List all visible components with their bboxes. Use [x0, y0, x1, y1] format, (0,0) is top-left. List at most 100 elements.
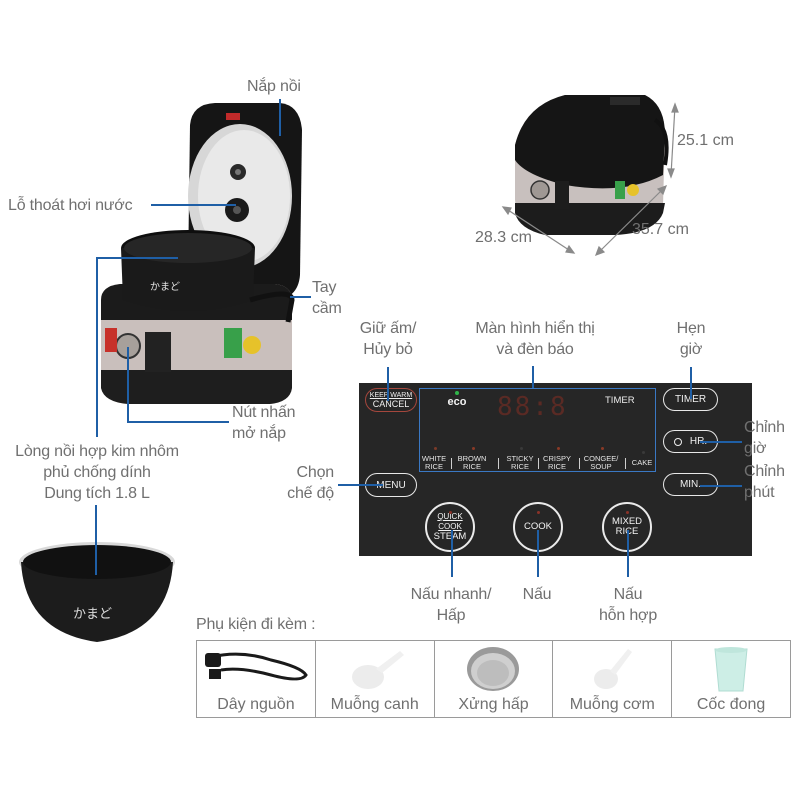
cook-led — [536, 511, 540, 514]
callout-line-menu — [338, 484, 383, 486]
mode-separator — [498, 458, 499, 469]
dimension-height: 25.1 cm — [677, 132, 734, 149]
callout-line-inner-pot-h — [96, 257, 178, 259]
svg-text:かまど: かまど — [150, 281, 180, 293]
label-menu-line1: Chọn — [296, 464, 335, 481]
clock-icon — [673, 437, 682, 446]
mode-congee-soup: CONGEE/SOUP — [583, 447, 619, 471]
label-cook: Nấu — [522, 586, 552, 603]
accessory-name: Xửng hấp — [458, 696, 529, 713]
seven-segment-display: 88:8 — [497, 392, 568, 422]
mixed-rice-led — [625, 511, 629, 514]
accessory-name: Muỗng canh — [330, 696, 419, 713]
label-inner-pot: Lòng nồi hợp kim nhôm phủ chống dính Dun… — [2, 441, 192, 504]
dimension-depth: 28.3 cm — [475, 229, 532, 246]
label-lid: Nắp nồi — [247, 78, 301, 95]
label-keep-warm-line2: Hủy bỏ — [363, 341, 413, 358]
cook-label: COOK — [524, 521, 552, 532]
label-handle-line1: Tay — [312, 279, 337, 296]
mode-separator — [538, 458, 539, 469]
label-inner-pot-line3: Dung tích 1.8 L — [44, 485, 150, 502]
mode-separator — [625, 458, 626, 469]
callout-line-cook — [537, 530, 539, 577]
soup-ladle-icon — [351, 651, 404, 689]
keep-warm-cancel-button[interactable]: KEEP WARM CANCEL — [365, 388, 417, 412]
callout-line-hour — [700, 441, 742, 443]
label-minute-line2: phút — [744, 484, 775, 501]
callout-line-quick-cook — [451, 530, 453, 577]
eco-indicator: eco — [446, 391, 468, 408]
eco-led — [455, 391, 459, 395]
callout-line-keep-warm — [387, 367, 389, 401]
label-menu: Chọn chế độ — [270, 462, 334, 504]
accessory-rice-paddle: Muỗng cơm — [553, 641, 673, 717]
accessory-name: Dây nguồn — [217, 696, 295, 713]
label-timer: Hẹn giờ — [668, 318, 714, 360]
label-handle-line2: cầm — [312, 300, 342, 317]
rice-label: RICE — [616, 527, 639, 537]
label-lid-release-line1: Nút nhấn — [232, 404, 296, 421]
timer-indicator: TIMER — [605, 395, 635, 406]
label-hour: Chỉnh giờ — [744, 417, 785, 459]
label-keep-warm-line1: Giữ ấm/ — [359, 320, 417, 337]
rice-paddle-icon — [594, 649, 633, 689]
callout-line-lid-release-h — [127, 421, 229, 423]
label-hour-line2: giờ — [744, 440, 767, 457]
measuring-cup-icon — [714, 647, 748, 692]
label-timer-line2: giờ — [679, 341, 703, 358]
mode-cake: CAKE — [630, 451, 654, 467]
label-steam-vent: Lỗ thoát hơi nước — [8, 197, 133, 214]
label-mixed-rice-line1: Nấu — [613, 586, 643, 603]
label-handle: Tay cầm — [312, 277, 342, 319]
accessory-measuring-cup: Cốc đong — [672, 641, 790, 717]
label-quick-cook-line1: Nấu nhanh/ — [410, 586, 492, 603]
inner-pot-image: かまど — [19, 542, 175, 642]
accessory-soup-ladle: Muỗng canh — [316, 641, 435, 717]
display-indicator-area — [419, 388, 656, 472]
quick-cook-label: QUICK COOK — [437, 512, 463, 531]
callout-line-lid — [279, 99, 281, 136]
accessory-name: Muỗng cơm — [569, 696, 655, 713]
callout-line-lid-release-v — [127, 347, 129, 421]
callout-line-inner-pot-v1 — [96, 257, 98, 437]
mode-separator — [451, 458, 452, 469]
label-quick-cook-line2: Hấp — [436, 607, 466, 624]
mixed-label: MIXED — [611, 516, 643, 527]
callout-line-display — [532, 366, 534, 388]
dimension-width: 35.7 cm — [632, 221, 689, 238]
callout-line-minute — [700, 485, 742, 487]
label-lid-release-line2: mở nắp — [232, 425, 286, 442]
accessory-name: Cốc đong — [696, 696, 766, 713]
label-display-line1: Màn hình hiển thị — [475, 320, 595, 337]
cancel-text: CANCEL — [372, 399, 410, 409]
minute-button[interactable]: MIN. — [663, 473, 718, 496]
accessory-steamer: Xửng hấp — [435, 641, 554, 717]
power-cord-icon — [204, 652, 308, 681]
dimension-arrows — [501, 102, 679, 257]
label-minute-line1: Chỉnh — [744, 463, 785, 480]
label-display-line2: và đèn báo — [496, 341, 574, 358]
callout-line-inner-pot-v2 — [95, 505, 97, 575]
open-rice-cooker-image: かまど — [101, 103, 302, 404]
accessories-table: Dây nguồn Muỗng canh Xửng hấp Muỗng cơm … — [196, 640, 791, 718]
label-minute: Chỉnh phút — [744, 461, 785, 503]
steam-label: STEAM — [433, 531, 467, 542]
label-menu-line2: chế độ — [287, 485, 334, 502]
accessory-power-cord: Dây nguồn — [197, 641, 316, 717]
callout-line-timer — [690, 367, 692, 399]
label-inner-pot-line1: Lòng nồi hợp kim nhôm — [15, 443, 179, 460]
label-timer-line1: Hẹn — [676, 320, 706, 337]
eco-label: eco — [447, 396, 467, 408]
quick-cook-steam-button[interactable]: QUICK COOK STEAM — [425, 502, 475, 552]
mode-separator — [579, 458, 580, 469]
hour-button-label: HR. — [689, 436, 708, 447]
callout-line-mixed-rice — [627, 530, 629, 577]
label-inner-pot-line2: phủ chống dính — [43, 464, 151, 481]
svg-text:かまど: かまど — [73, 606, 112, 621]
accessories-title: Phụ kiện đi kèm : — [196, 616, 316, 633]
callout-line-steam-vent — [151, 204, 236, 206]
label-hour-line1: Chỉnh — [744, 419, 785, 436]
label-lid-release: Nút nhấn mở nắp — [232, 402, 296, 444]
